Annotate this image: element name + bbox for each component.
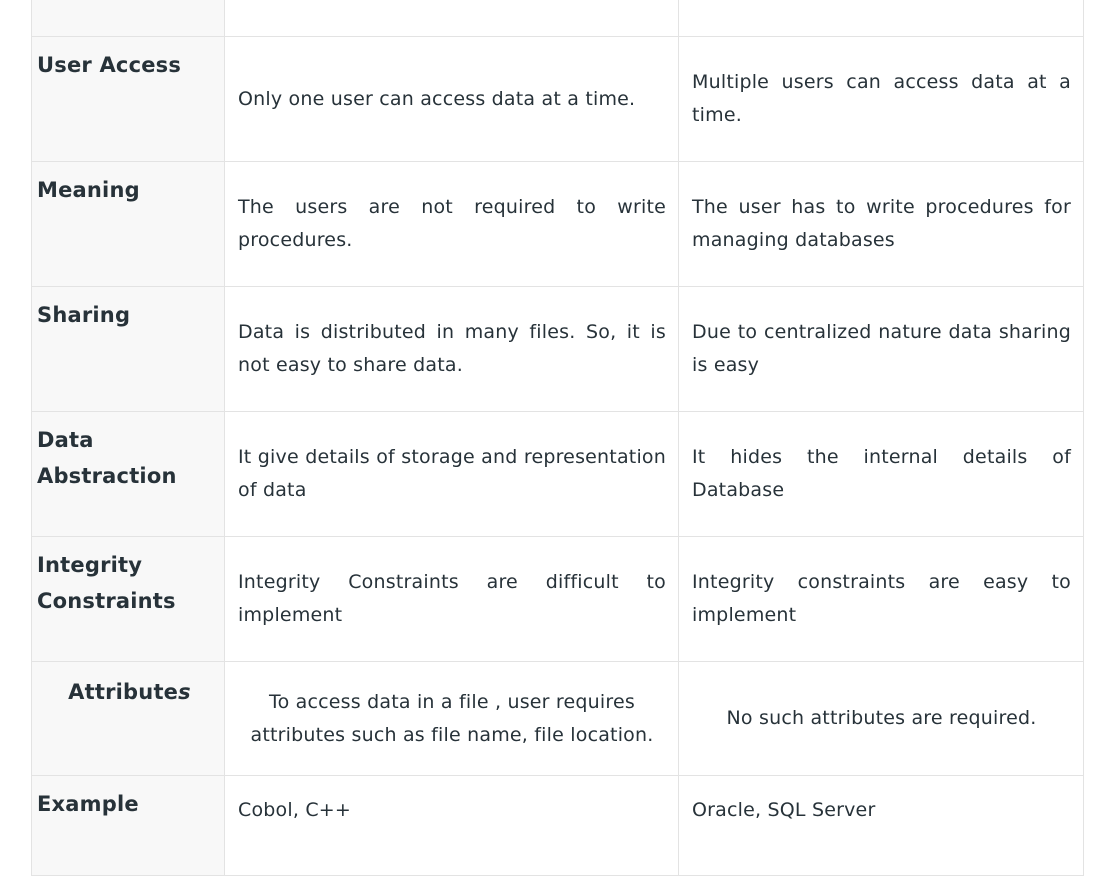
file-system-cell: Cobol, C++ bbox=[224, 775, 679, 876]
table-row: Integrity Constraints Integrity Constrai… bbox=[31, 536, 1084, 662]
table-row bbox=[31, 0, 1084, 37]
row-header-example: Example bbox=[31, 775, 225, 876]
file-system-cell: Integrity Constraints are difficult to i… bbox=[224, 536, 679, 662]
file-system-cell: Only one user can access data at a time. bbox=[224, 36, 679, 162]
dbms-cell bbox=[678, 0, 1084, 37]
file-system-cell: To access data in a file , user requires… bbox=[224, 661, 679, 776]
dbms-cell: It hides the internal details of Databas… bbox=[678, 411, 1084, 537]
row-header-user-access: User Access bbox=[31, 36, 225, 162]
file-system-cell: Data is distributed in many files. So, i… bbox=[224, 286, 679, 412]
row-header-label: Attribute bbox=[68, 680, 179, 704]
dbms-cell: Due to centralized nature data sharing i… bbox=[678, 286, 1084, 412]
row-header-label-suffix: s bbox=[178, 680, 191, 704]
dbms-cell: The user has to write procedures for man… bbox=[678, 161, 1084, 287]
row-header-attributes: Attributes bbox=[31, 661, 225, 776]
file-system-cell: It give details of storage and represent… bbox=[224, 411, 679, 537]
row-header-sharing: Sharing bbox=[31, 286, 225, 412]
dbms-cell: No such attributes are required. bbox=[678, 661, 1084, 776]
table-row: Meaning The users are not required to wr… bbox=[31, 161, 1084, 287]
dbms-cell: Integrity constraints are easy to implem… bbox=[678, 536, 1084, 662]
table-row: Example Cobol, C++ Oracle, SQL Server bbox=[31, 775, 1084, 876]
comparison-table-container: User Access Only one user can access dat… bbox=[31, 0, 1084, 876]
table-row: User Access Only one user can access dat… bbox=[31, 36, 1084, 162]
table-row: Data Abstraction It give details of stor… bbox=[31, 411, 1084, 537]
dbms-cell: Multiple users can access data at a time… bbox=[678, 36, 1084, 162]
table-row: Sharing Data is distributed in many file… bbox=[31, 286, 1084, 412]
row-header-cell bbox=[31, 0, 225, 37]
row-header-integrity-constraints: Integrity Constraints bbox=[31, 536, 225, 662]
file-system-cell bbox=[224, 0, 679, 37]
file-system-cell: The users are not required to write proc… bbox=[224, 161, 679, 287]
row-header-data-abstraction: Data Abstraction bbox=[31, 411, 225, 537]
row-header-meaning: Meaning bbox=[31, 161, 225, 287]
dbms-cell: Oracle, SQL Server bbox=[678, 775, 1084, 876]
table-row: Attributes To access data in a file , us… bbox=[31, 661, 1084, 776]
comparison-table: User Access Only one user can access dat… bbox=[31, 0, 1084, 876]
